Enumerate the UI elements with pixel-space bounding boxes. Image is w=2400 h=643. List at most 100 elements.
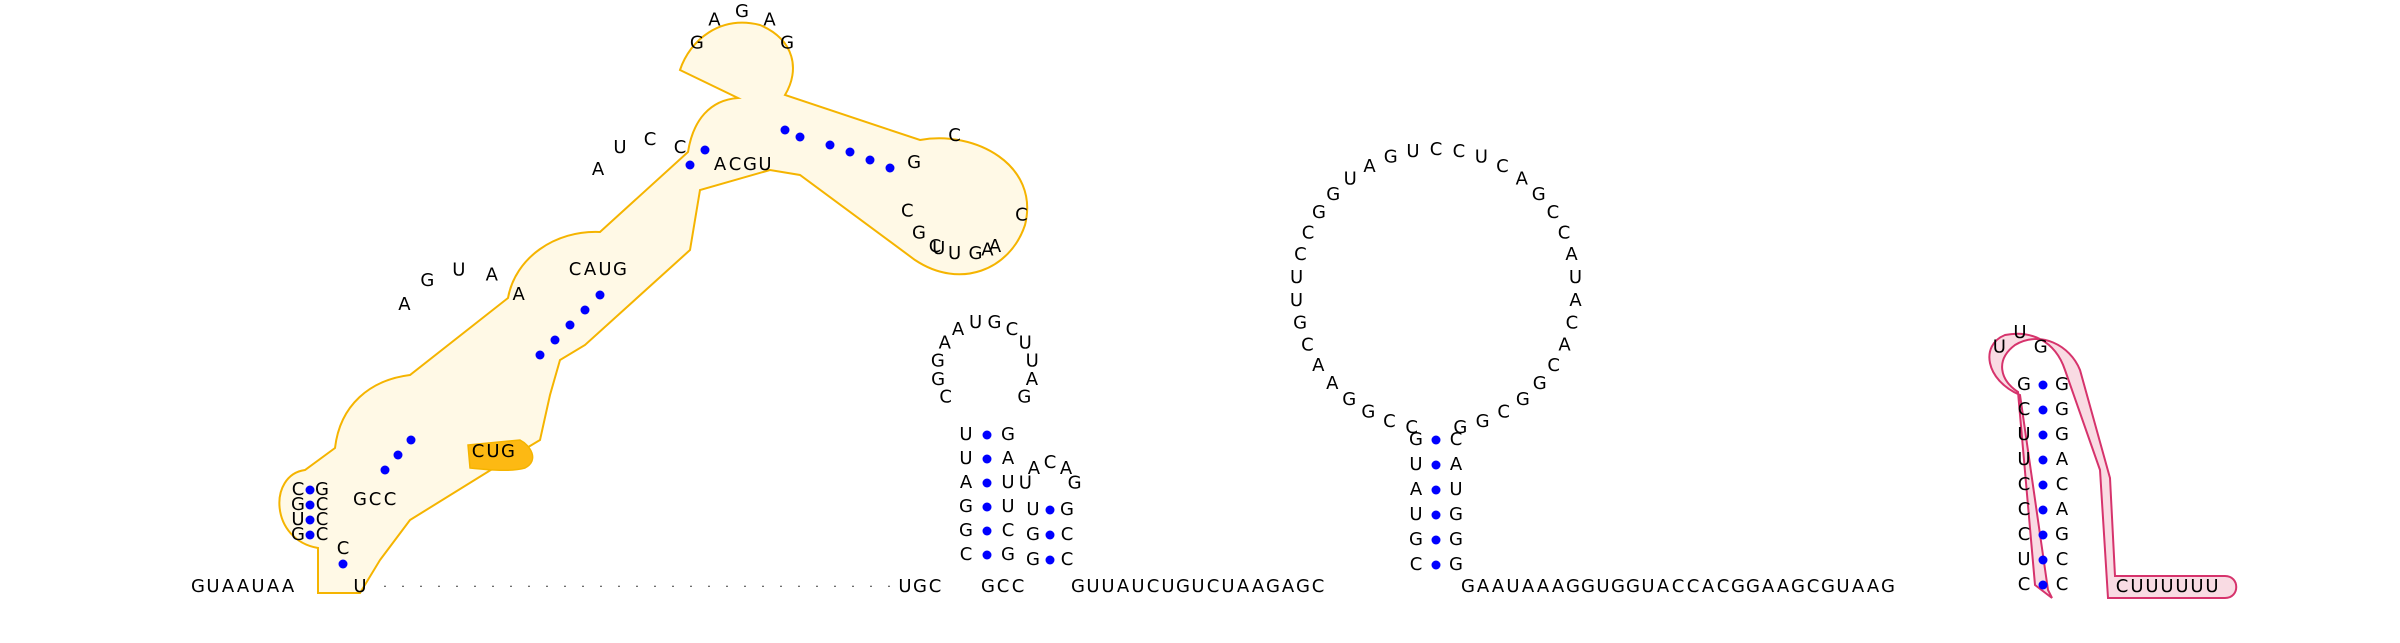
leader-nucleotide: A (237, 576, 250, 597)
loop-nucleotide: C (1405, 417, 1418, 438)
stem-nucleotide: G (959, 496, 973, 517)
gap-marker: · (563, 580, 567, 593)
loop-nucleotide: A (939, 333, 952, 354)
base-pair-dot (1045, 505, 1055, 515)
sequence-nucleotide: A (1537, 576, 1550, 597)
base-pair-dot (1431, 435, 1441, 445)
base-pair-dot (2038, 555, 2048, 565)
loop-nucleotide: C (1015, 205, 1028, 226)
base-pair-dot (595, 290, 605, 300)
base-pair-dot (1045, 530, 1055, 540)
sequence-nucleotide: A (1762, 576, 1775, 597)
orange-domain-outline (278, 21, 1029, 594)
loop-nucleotide: U (613, 137, 626, 158)
sequence-nucleotide: G (1821, 576, 1835, 597)
gap-marker: · (779, 580, 783, 593)
gap-marker: · (599, 580, 603, 593)
tail-nucleotide: U (2190, 576, 2203, 597)
loop-nucleotide: A (989, 236, 1002, 257)
loop-nucleotide: C (1302, 222, 1315, 243)
leader-nucleotide: U (251, 576, 264, 597)
stem-nucleotide: G (1060, 499, 1074, 520)
stem-nucleotide: U (1409, 504, 1422, 525)
sequence-nucleotide: G (1071, 576, 1085, 597)
stem-nucleotide: A (960, 472, 973, 493)
stem-nucleotide: G (1026, 524, 1040, 545)
domain-nucleotide: A (584, 259, 597, 280)
loop-nucleotide: U (1019, 333, 1032, 354)
loop-nucleotide: G (931, 369, 945, 390)
stem-nucleotide: A (1002, 448, 1015, 469)
domain-nucleotide: C (316, 524, 329, 545)
base-pair-dot (1045, 555, 1055, 565)
loop-nucleotide: C (1453, 141, 1466, 162)
gap-marker: · (617, 580, 621, 593)
domain-nucleotide: C (384, 489, 397, 510)
sequence-nucleotide: A (1522, 576, 1535, 597)
stem-nucleotide: G (2055, 424, 2069, 445)
base-pair-dot (982, 478, 992, 488)
loop-nucleotide: U (948, 243, 961, 264)
gap-marker: · (473, 580, 477, 593)
loop-nucleotide: G (1516, 389, 1530, 410)
tail-nucleotide: C (2116, 576, 2129, 597)
gap-marker: · (545, 580, 549, 593)
gap-marker: · (707, 580, 711, 593)
base-pair-dot (845, 147, 855, 157)
stem-nucleotide: G (1001, 544, 1015, 565)
sequence-nucleotide: U (1836, 576, 1849, 597)
base-pair-dot (393, 450, 403, 460)
base-pair-dot (305, 500, 315, 510)
loop-nucleotide: A (952, 319, 965, 340)
loop-nucleotide: G (1017, 387, 1031, 408)
loop-nucleotide: U (969, 312, 982, 333)
loop-nucleotide: G (1453, 417, 1467, 438)
gap-marker: · (509, 580, 513, 593)
base-pair-dot (550, 335, 560, 345)
loop-nucleotide: A (1565, 244, 1578, 265)
domain-nucleotide: G (291, 494, 305, 515)
loop-nucleotide: A (708, 10, 721, 31)
tail-nucleotide: U (2160, 576, 2173, 597)
loop-nucleotide: U (1026, 350, 1039, 371)
loop-nucleotide: G (420, 270, 434, 291)
loop-nucleotide: A (1060, 458, 1073, 479)
base-pair-layer (305, 125, 2048, 590)
gap-marker: · (491, 580, 495, 593)
base-pair-dot (982, 454, 992, 464)
sequence-nucleotide: G (1881, 576, 1895, 597)
loop-nucleotide: A (981, 240, 994, 261)
domain-nucleotide: C (369, 489, 382, 510)
sequence-nucleotide: G (1461, 576, 1475, 597)
sequence-nucleotide: G (913, 576, 927, 597)
sequence-nucleotide: C (1717, 576, 1730, 597)
stem-nucleotide: C (1061, 549, 1074, 570)
loop-nucleotide: C (1044, 452, 1057, 473)
base-pair-dot (700, 145, 710, 155)
gap-marker: · (869, 580, 873, 593)
base-pair-dot (535, 350, 545, 360)
loop-nucleotide: U (1344, 168, 1357, 189)
loop-nucleotide: U (932, 238, 945, 259)
domain-nucleotide: C (316, 494, 329, 515)
loop-nucleotide: A (1363, 156, 1376, 177)
base-pair-dot (1431, 535, 1441, 545)
stem-nucleotide: A (1410, 479, 1423, 500)
domain-nucleotide: U (291, 509, 304, 530)
domain-nucleotide: G (743, 154, 757, 175)
base-pair-dot (565, 320, 575, 330)
stem-nucleotide: U (1001, 472, 1014, 493)
stem-nucleotide: G (959, 520, 973, 541)
sequence-nucleotide: G (981, 576, 995, 597)
loop-nucleotide: G (2034, 336, 2048, 357)
loop-nucleotide: G (1476, 411, 1490, 432)
base-pair-dot (338, 559, 348, 569)
stem-nucleotide: U (2017, 424, 2030, 445)
gap-marker: · (455, 580, 459, 593)
base-pair-dot (1431, 560, 1441, 570)
sequence-nucleotide: A (1237, 576, 1250, 597)
loop-nucleotide: U (1019, 473, 1032, 494)
loop-nucleotide: A (1569, 290, 1582, 311)
loop-nucleotide: U (1290, 267, 1303, 288)
